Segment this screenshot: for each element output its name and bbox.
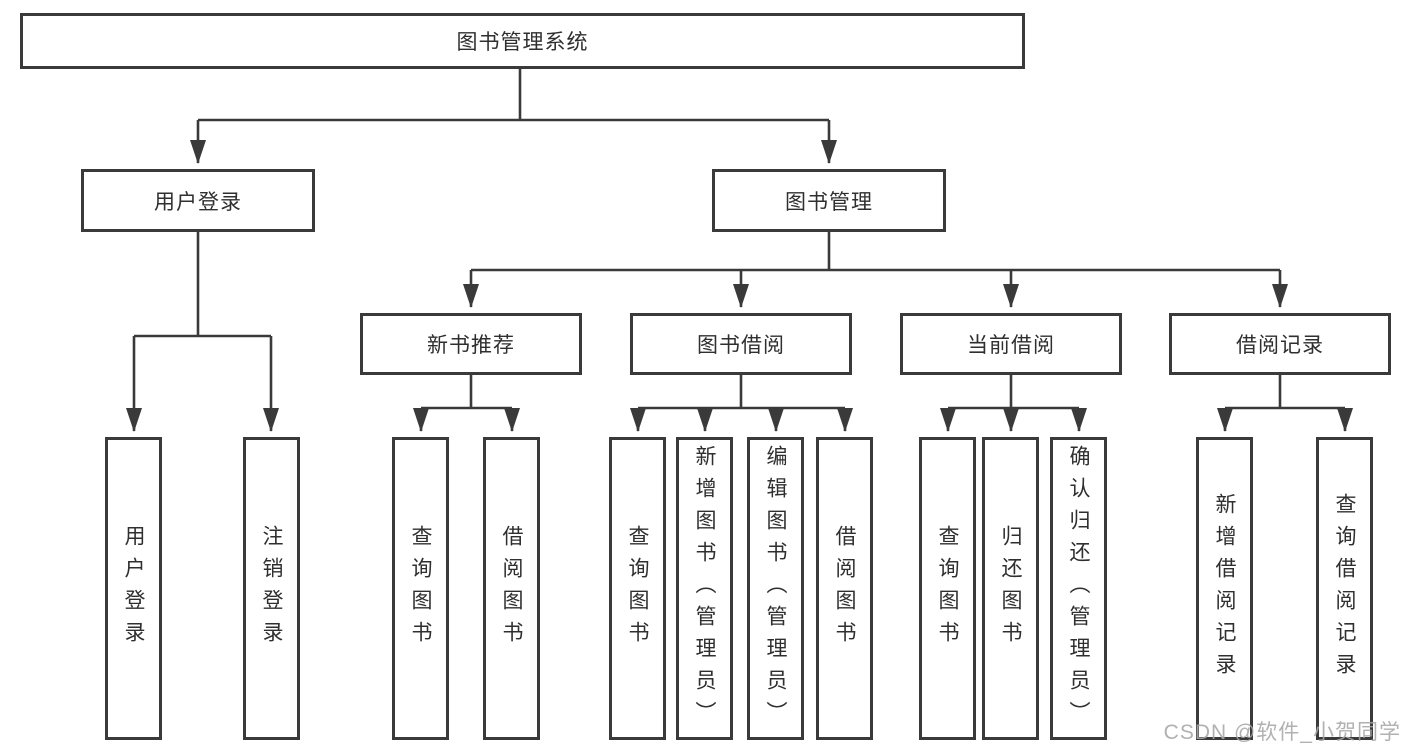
node-leaf-borrow-books-borrowing: 借阅图书 xyxy=(816,437,873,740)
node-library-management-system: 图书管理系统 xyxy=(20,13,1025,69)
node-label: 图书借阅 xyxy=(697,334,785,357)
node-label: 借阅图书 xyxy=(833,524,856,653)
node-user-login: 用户登录 xyxy=(81,169,315,232)
node-leaf-edit-books-admin: 编辑图书（管理员） xyxy=(747,437,804,740)
node-leaf-return-books: 归还图书 xyxy=(982,437,1039,740)
node-label: 用户登录 xyxy=(122,524,145,653)
node-new-book-recommend: 新书推荐 xyxy=(360,313,582,375)
node-current-borrowing: 当前借阅 xyxy=(900,313,1122,375)
node-leaf-confirm-return-admin: 确认归还（管理员） xyxy=(1050,437,1107,740)
node-label: 借阅图书 xyxy=(500,524,523,653)
node-leaf-logout: 注销登录 xyxy=(243,437,300,740)
node-label: 编辑图书（管理员） xyxy=(764,444,787,733)
node-label: 新增图书（管理员） xyxy=(693,444,716,733)
node-label: 图书管理 xyxy=(785,190,873,214)
node-leaf-query-books-recommend: 查询图书 xyxy=(392,437,449,740)
node-label: 借阅记录 xyxy=(1236,334,1324,357)
node-label: 查询图书 xyxy=(936,524,959,653)
csdn-watermark: CSDN @软件_小贺同学 xyxy=(1163,721,1401,744)
node-leaf-add-books-admin: 新增图书（管理员） xyxy=(676,437,733,740)
node-leaf-query-books-borrowing: 查询图书 xyxy=(609,437,666,740)
node-book-management: 图书管理 xyxy=(712,169,946,232)
node-label: 图书管理系统 xyxy=(456,31,589,54)
node-label: 用户登录 xyxy=(154,190,242,214)
node-leaf-borrow-books-recommend: 借阅图书 xyxy=(483,437,540,740)
node-label: 查询借阅记录 xyxy=(1333,492,1356,685)
node-leaf-add-borrow-record: 新增借阅记录 xyxy=(1196,437,1253,740)
node-borrow-records: 借阅记录 xyxy=(1169,313,1391,375)
node-leaf-query-borrow-record: 查询借阅记录 xyxy=(1316,437,1373,740)
node-label: 归还图书 xyxy=(999,524,1022,653)
node-label: 注销登录 xyxy=(260,524,283,653)
node-label: 查询图书 xyxy=(409,524,432,653)
node-label: 确认归还（管理员） xyxy=(1067,444,1090,733)
node-label: 当前借阅 xyxy=(967,334,1055,357)
node-label: 查询图书 xyxy=(626,524,649,653)
node-leaf-query-books-current: 查询图书 xyxy=(919,437,976,740)
node-label: 新增借阅记录 xyxy=(1213,492,1236,685)
node-leaf-user-login: 用户登录 xyxy=(105,437,162,740)
node-book-borrowing: 图书借阅 xyxy=(630,313,852,375)
node-label: 新书推荐 xyxy=(427,334,515,357)
